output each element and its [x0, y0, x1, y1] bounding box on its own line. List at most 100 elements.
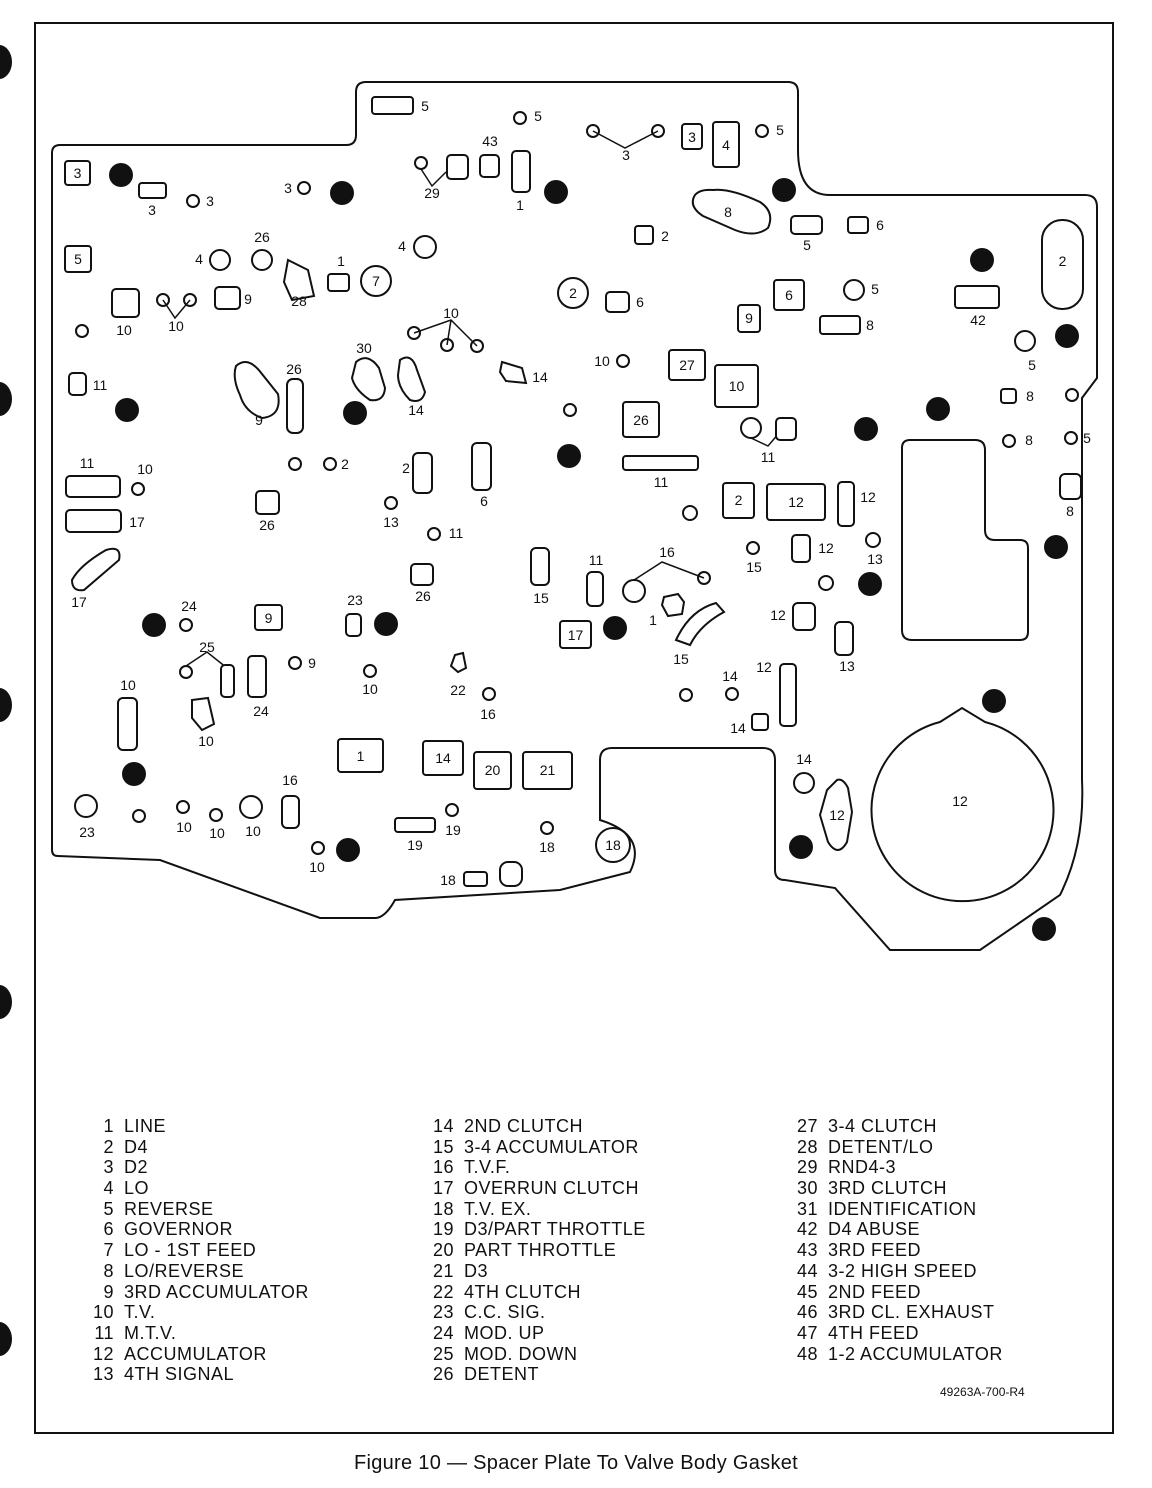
slot — [471, 442, 492, 491]
port-circle — [818, 575, 834, 591]
callout-label: 10 — [120, 677, 136, 693]
accumulator-bore — [870, 706, 1055, 903]
legend-label: ACCUMULATOR — [124, 1343, 267, 1364]
legend-label: 4TH FEED — [828, 1322, 920, 1343]
legend-number: 30 — [796, 1178, 818, 1199]
legend-number: 9 — [103, 1281, 114, 1302]
slot — [499, 861, 523, 887]
binder-hole — [0, 45, 12, 79]
port-circle — [755, 124, 769, 138]
callout-label: 5 — [803, 237, 811, 253]
port-circle — [74, 794, 98, 818]
port-circle — [311, 841, 325, 855]
port-circle — [563, 403, 577, 417]
callout-label: 23 — [347, 592, 363, 608]
callout-label: 1 — [649, 612, 657, 628]
boxed-label-text: 17 — [568, 627, 584, 643]
slot — [247, 655, 267, 698]
callout-label: 25 — [199, 639, 215, 655]
callout-label: 12 — [770, 607, 786, 623]
port-circle — [176, 800, 190, 814]
callout-label: 5 — [776, 122, 784, 138]
boxed-label-text: 26 — [633, 412, 649, 428]
legend-label: M.T.V. — [124, 1322, 177, 1343]
legend-number: 13 — [92, 1364, 114, 1385]
connector-line — [420, 168, 447, 188]
port-circle — [384, 496, 398, 510]
bolt-hole — [115, 398, 139, 422]
callout-label: 1 — [516, 197, 524, 213]
port-circle — [616, 354, 630, 368]
callout-label: 11 — [80, 455, 95, 471]
slot — [751, 713, 769, 731]
legend-number: 29 — [796, 1157, 818, 1178]
callout-label: 16 — [480, 706, 496, 722]
legend-number: 21 — [432, 1260, 454, 1281]
bolt-hole — [858, 572, 882, 596]
port-circle — [679, 688, 693, 702]
slot — [214, 286, 241, 310]
legend-number: 3 — [103, 1157, 114, 1178]
legend-label: 3-4 CLUTCH — [828, 1116, 938, 1136]
slot — [837, 481, 855, 527]
slot — [819, 315, 861, 335]
port-circle — [1065, 388, 1079, 402]
legend-label: PART THROTTLE — [464, 1240, 617, 1261]
slot — [281, 795, 300, 829]
slot — [138, 182, 167, 199]
legend-number: 14 — [432, 1116, 454, 1136]
slot-shape — [282, 258, 316, 302]
callout-label: 11 — [449, 525, 464, 541]
callout-label: 11 — [93, 377, 108, 393]
callout-label: 2 — [402, 460, 410, 476]
legend-label: T.V. EX. — [464, 1198, 532, 1219]
legend-number: 20 — [432, 1240, 454, 1261]
port-circle — [725, 687, 739, 701]
callout-label: 10 — [198, 733, 214, 749]
legend-label: 2ND CLUTCH — [464, 1116, 584, 1136]
slot — [327, 273, 350, 292]
callout-label: 26 — [415, 588, 431, 604]
bolt-hole — [854, 417, 878, 441]
boxed-label-text: 12 — [788, 494, 804, 510]
legend-label: 3RD FEED — [828, 1240, 922, 1261]
port-circle — [540, 821, 554, 835]
boxed-label-text: 1 — [357, 748, 365, 764]
port-circle — [445, 803, 459, 817]
figure-caption: Figure 10 — Spacer Plate To Valve Body G… — [353, 1452, 799, 1474]
callout-label: 30 — [356, 340, 372, 356]
connector-line — [185, 651, 228, 669]
legend-number: 15 — [432, 1136, 454, 1157]
slot-shape — [674, 601, 726, 647]
slot-shape — [498, 360, 528, 385]
callout-label: 8 — [1026, 388, 1034, 404]
large-ports: 8 2 12 12 — [691, 188, 1084, 823]
bolt-hole — [544, 180, 568, 204]
boxed-label — [254, 604, 283, 631]
legend-label: OVERRUN CLUTCH — [464, 1178, 640, 1199]
callout-label: 8 — [1066, 503, 1074, 519]
callout-label: 9 — [308, 655, 316, 671]
slot — [847, 216, 869, 234]
legend-number: 25 — [432, 1343, 454, 1364]
port-label: 12 — [952, 793, 968, 809]
circled-label-text: 7 — [372, 273, 380, 289]
callout-label: 10 — [309, 859, 325, 875]
callout-label: 9 — [244, 291, 252, 307]
bolt-holes — [109, 163, 1079, 941]
callout-label: 11 — [589, 552, 604, 568]
